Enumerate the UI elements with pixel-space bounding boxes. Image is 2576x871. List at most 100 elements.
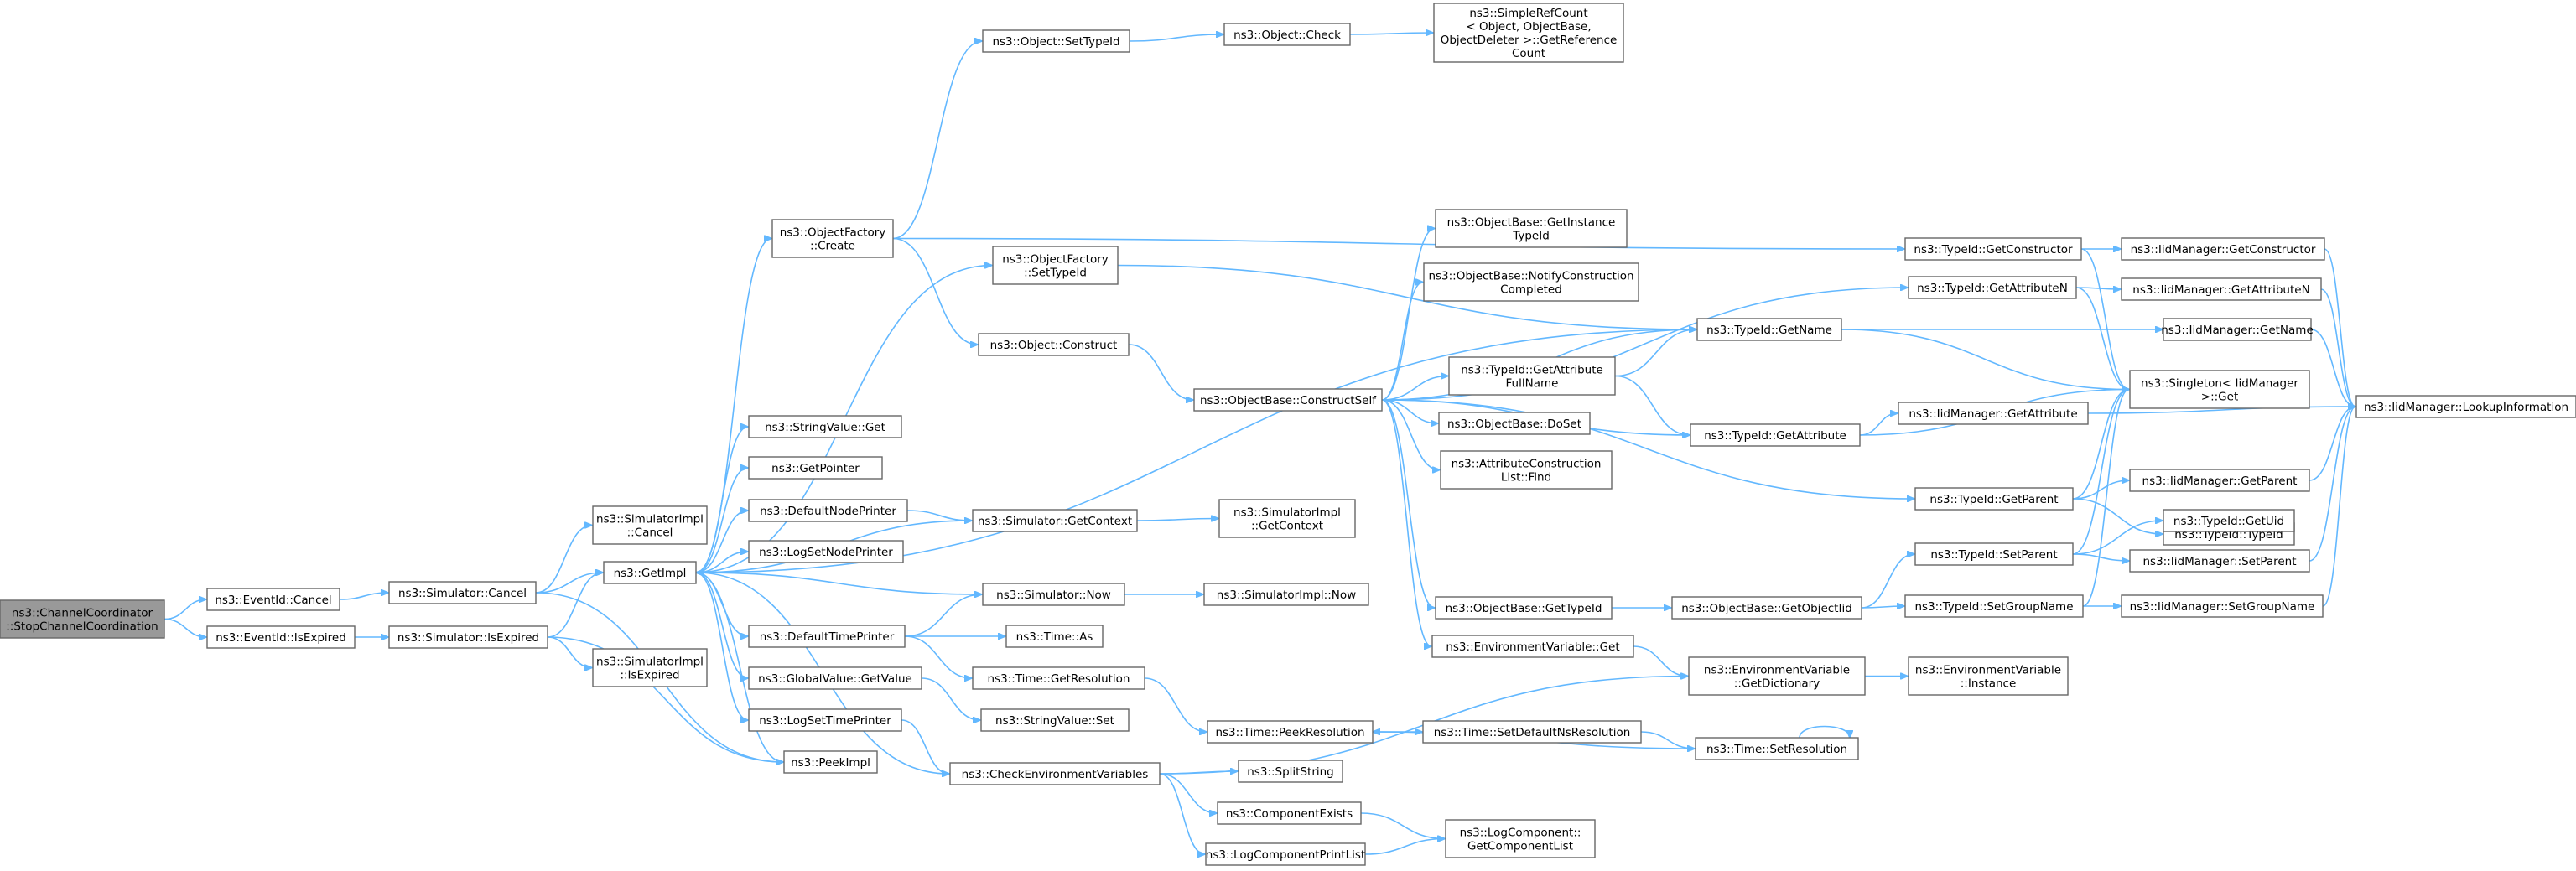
node-objbase-gettypeid[interactable]: ns3::ObjectBase::GetTypeId: [1435, 596, 1613, 620]
node-splitstring[interactable]: ns3::SplitString: [1238, 760, 1343, 783]
node-simplerefcount[interactable]: ns3::SimpleRefCount< Object, ObjectBase,…: [1433, 3, 1624, 63]
node-envvar-getdictionary[interactable]: ns3::EnvironmentVariable::GetDictionary: [1688, 656, 1866, 696]
node-label: ns3::ObjectBase::GetObjectIid: [1681, 602, 1852, 615]
node-label: ::Cancel: [627, 526, 673, 540]
node-label: List::Find: [1501, 471, 1551, 485]
node-iid-getconstructor[interactable]: ns3::IidManager::GetConstructor: [2121, 237, 2325, 261]
node-ev-isexpired[interactable]: ns3::EventId::IsExpired: [206, 625, 356, 649]
node-label: ns3::IidManager::GetParent: [2142, 474, 2298, 488]
node-box: [783, 750, 878, 774]
node-objbase-getobjectiid[interactable]: ns3::ObjectBase::GetObjectIid: [1671, 596, 1862, 620]
node-label: ns3::TypeId::GetAttribute: [1461, 364, 1603, 377]
node-time-setresolution[interactable]: ns3::Time::SetResolution: [1695, 737, 1859, 760]
node-simimpl-isexpired[interactable]: ns3::SimulatorImpl::IsExpired: [592, 648, 708, 687]
node-time-as[interactable]: ns3::Time::As: [1005, 625, 1104, 648]
node-label: ns3::Object::Check: [1233, 29, 1341, 42]
edge-defaulttimeprinter-to-sim-now: [904, 594, 982, 637]
node-ev-cancel[interactable]: ns3::EventId::Cancel: [206, 588, 340, 611]
node-obj-construct[interactable]: ns3::Object::Construct: [978, 333, 1130, 356]
node-iid-setparent[interactable]: ns3::IidManager::SetParent: [2129, 549, 2310, 573]
node-envvar-get[interactable]: ns3::EnvironmentVariable::Get: [1431, 635, 1634, 658]
node-label: ns3::LogComponent::: [1460, 827, 1581, 840]
node-logcomponent-getcomponentlist[interactable]: ns3::LogComponent::GetComponentList: [1445, 819, 1596, 858]
node-typeid-getuid[interactable]: ns3::TypeId::GetUid: [2163, 509, 2295, 532]
node-iid-getname[interactable]: ns3::IidManager::GetName: [2161, 318, 2314, 341]
node-label: ns3::StringValue::Get: [765, 421, 886, 434]
node-typeid-getconstructor[interactable]: ns3::TypeId::GetConstructor: [1904, 237, 2082, 261]
node-box: [1435, 596, 1613, 620]
node-obj-check[interactable]: ns3::Object::Check: [1223, 23, 1351, 46]
node-envvar-instance[interactable]: ns3::EnvironmentVariable::Instance: [1908, 656, 2069, 696]
node-label: ns3::Time::As: [1016, 630, 1093, 644]
node-logcomponentprintlist[interactable]: ns3::LogComponentPrintList: [1205, 842, 1366, 866]
node-time-getresolution[interactable]: ns3::Time::GetResolution: [972, 666, 1145, 690]
node-sim-getcontext[interactable]: ns3::Simulator::GetContext: [972, 509, 1138, 532]
node-box: [1005, 625, 1104, 648]
node-label: ns3::LogSetNodePrinter: [759, 546, 893, 559]
node-objbase-notifyconstruction[interactable]: ns3::ObjectBase::NotifyConstructionCompl…: [1423, 262, 1639, 302]
node-logsetnodeprinter[interactable]: ns3::LogSetNodePrinter: [748, 540, 904, 563]
node-stringvalue-set[interactable]: ns3::StringValue::Set: [980, 708, 1130, 732]
node-obj-settypeid[interactable]: ns3::Object::SetTypeId: [982, 29, 1130, 53]
node-iid-getparent[interactable]: ns3::IidManager::GetParent: [2129, 469, 2310, 492]
node-logsettimeprinter[interactable]: ns3::LogSetTimePrinter: [748, 708, 902, 732]
node-label: ns3::SimulatorImpl: [596, 513, 704, 526]
node-box: [748, 415, 902, 438]
node-label: ns3::IidManager::LookupInformation: [2364, 401, 2568, 414]
node-time-peekresolution[interactable]: ns3::Time::PeekResolution: [1207, 720, 1374, 744]
node-defaulttimeprinter[interactable]: ns3::DefaultTimePrinter: [748, 625, 906, 648]
node-objbase-doset[interactable]: ns3::ObjectBase::DoSet: [1438, 412, 1591, 435]
node-getpointer[interactable]: ns3::GetPointer: [748, 456, 883, 480]
nodes-layer: ns3::ChannelCoordinator::StopChannelCoor…: [0, 3, 2576, 866]
node-singleton-get[interactable]: ns3::Singleton< IidManager >::Get: [2129, 370, 2310, 409]
node-box: [1238, 760, 1343, 783]
node-objfactory-create[interactable]: ns3::ObjectFactory::Create: [771, 219, 894, 258]
node-typeid-getparent[interactable]: ns3::TypeId::GetParent: [1914, 487, 2074, 511]
node-box: [1671, 596, 1862, 620]
node-typeid-setgroupname[interactable]: ns3::TypeId::SetGroupName: [1904, 594, 2084, 618]
node-sim-now[interactable]: ns3::Simulator::Now: [982, 583, 1125, 606]
node-simimpl-getcontext[interactable]: ns3::SimulatorImpl::GetContext: [1218, 499, 1356, 538]
node-label: ns3::LogSetTimePrinter: [759, 714, 891, 728]
node-box: [2129, 469, 2310, 492]
node-box: [748, 540, 904, 563]
node-typeid-setparent[interactable]: ns3::TypeId::SetParent: [1914, 542, 2074, 566]
node-stringvalue-get[interactable]: ns3::StringValue::Get: [748, 415, 902, 438]
node-box: [2129, 549, 2310, 573]
node-typeid-getname[interactable]: ns3::TypeId::GetName: [1696, 318, 1842, 341]
node-sim-isexpired[interactable]: ns3::Simulator::IsExpired: [388, 625, 548, 649]
node-label: Count: [1512, 47, 1545, 60]
node-time-setdefaultnsresolution[interactable]: ns3::Time::SetDefaultNsResolution: [1422, 720, 1642, 744]
node-globalvalue-getvalue[interactable]: ns3::GlobalValue::GetValue: [748, 666, 922, 690]
node-box: [1422, 720, 1642, 744]
edge-typeid-setparent-to-singleton-get: [2072, 390, 2129, 555]
node-peekimpl[interactable]: ns3::PeekImpl: [783, 750, 878, 774]
node-root[interactable]: ns3::ChannelCoordinator::StopChannelCoor…: [0, 599, 165, 639]
node-objfactory-settypeid[interactable]: ns3::ObjectFactory::SetTypeId: [992, 246, 1119, 285]
node-typeid-getattributen[interactable]: ns3::TypeId::GetAttributeN: [1908, 276, 2077, 299]
node-iid-lookupinformation[interactable]: ns3::IidManager::LookupInformation: [2355, 395, 2576, 418]
node-componentexists[interactable]: ns3::ComponentExists: [1217, 801, 1362, 825]
node-simimpl-cancel[interactable]: ns3::SimulatorImpl::Cancel: [592, 505, 708, 545]
node-iid-getattribute[interactable]: ns3::IidManager::GetAttribute: [1898, 402, 2089, 425]
node-label: ns3::ObjectBase::DoSet: [1447, 417, 1581, 431]
edge-sim-cancel-to-simimpl-cancel: [535, 526, 592, 594]
node-iid-getattributen[interactable]: ns3::IidManager::GetAttributeN: [2121, 277, 2322, 301]
node-box: [1218, 499, 1356, 538]
node-getimpl[interactable]: ns3::GetImpl: [603, 561, 697, 584]
node-box: [1445, 819, 1596, 858]
node-box: [1207, 720, 1374, 744]
node-iid-setgroupname[interactable]: ns3::IidManager::SetGroupName: [2121, 594, 2324, 618]
edge-checkenvvars-to-componentexists: [1159, 773, 1217, 813]
node-simimpl-now[interactable]: ns3::SimulatorImpl::Now: [1203, 583, 1369, 606]
node-checkenvvars[interactable]: ns3::CheckEnvironmentVariables: [949, 762, 1161, 785]
node-typeid-getattribute[interactable]: ns3::TypeId::GetAttribute: [1690, 423, 1861, 447]
node-box: [1898, 402, 2089, 425]
node-objbase-constructself[interactable]: ns3::ObjectBase::ConstructSelf: [1193, 388, 1383, 412]
node-sim-cancel[interactable]: ns3::Simulator::Cancel: [388, 581, 537, 604]
node-defaultnodeprinter[interactable]: ns3::DefaultNodePrinter: [748, 499, 908, 522]
node-label: ns3::Simulator::IsExpired: [397, 631, 539, 645]
